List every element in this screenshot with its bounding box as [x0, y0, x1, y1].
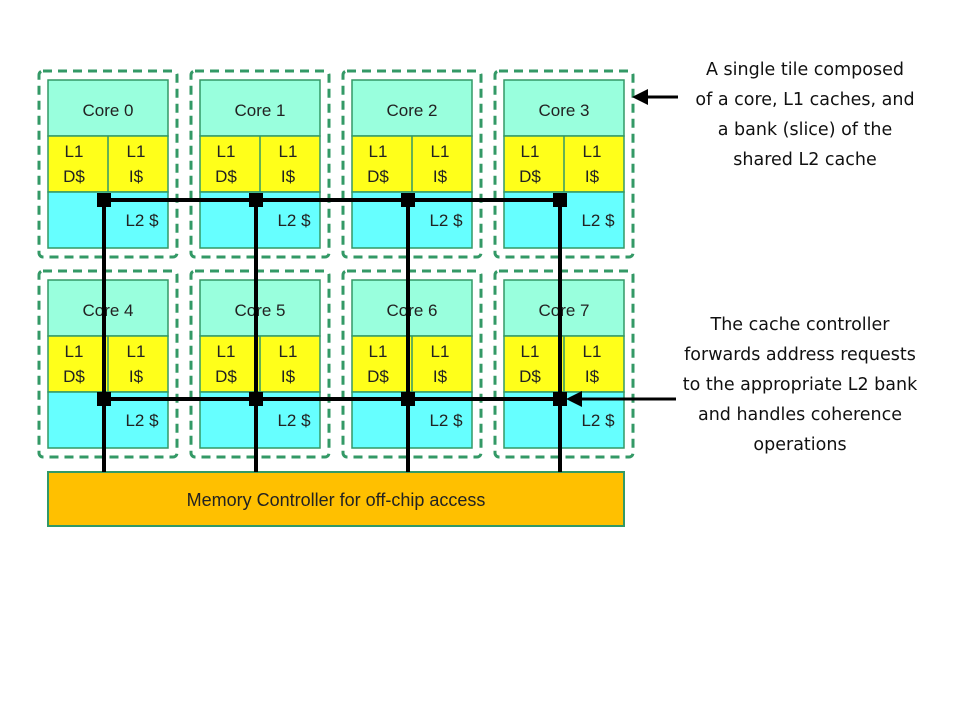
memory-controller-label: Memory Controller for off-chip access — [187, 490, 486, 510]
l1-dcache-label: L1 — [65, 342, 84, 361]
l1-dcache-label: D$ — [519, 167, 541, 186]
annotation-arrows — [566, 89, 678, 407]
l1-icache-label: L1 — [127, 342, 146, 361]
l1-icache-label: I$ — [281, 367, 296, 386]
l1-icache-label: L1 — [279, 142, 298, 161]
tile-boundary — [341, 269, 483, 459]
l1-icache-label: L1 — [431, 342, 450, 361]
l1-icache-label: I$ — [585, 367, 600, 386]
l1-dcache-label: D$ — [519, 367, 541, 386]
core-label: Core 6 — [386, 301, 437, 320]
core-label: Core 2 — [386, 101, 437, 120]
l1-dcache-label: D$ — [215, 367, 237, 386]
l2-cache-label: L2 $ — [125, 211, 159, 230]
l1-icache-label: I$ — [433, 167, 448, 186]
l1-dcache-label: L1 — [521, 342, 540, 361]
l1-dcache-label: L1 — [217, 142, 236, 161]
tile-boundary — [37, 269, 179, 459]
controller-annotation-line: The cache controller — [710, 315, 890, 335]
router-node — [249, 193, 263, 207]
l2-cache-label: L2 $ — [277, 211, 311, 230]
tile: Core 4 L1D$ L1I$ L2 $ — [37, 269, 179, 459]
tile: Core 1 L1D$ L1I$ L2 $ — [189, 69, 331, 259]
l1-icache-label: L1 — [431, 142, 450, 161]
tile: Core 2 L1D$ L1I$ L2 $ — [341, 69, 483, 259]
l2-cache-label: L2 $ — [429, 211, 463, 230]
tile-annotation: A single tile composed of a core, L1 cac… — [660, 55, 950, 175]
tile-annotation-line: shared L2 cache — [733, 150, 877, 170]
controller-annotation: The cache controller forwards address re… — [650, 310, 950, 460]
l2-cache-label: L2 $ — [125, 411, 159, 430]
interconnect — [97, 193, 567, 472]
core-label: Core 7 — [538, 301, 589, 320]
tile-boundary — [493, 269, 635, 459]
tile: Core 3 L1D$ L1I$ L2 $ — [493, 69, 635, 259]
l1-dcache-label: D$ — [367, 367, 389, 386]
l1-icache-label: L1 — [583, 142, 602, 161]
l1-icache-label: L1 — [127, 142, 146, 161]
core-label: Core 0 — [82, 101, 133, 120]
l1-icache-label: I$ — [281, 167, 296, 186]
core-label: Core 1 — [234, 101, 285, 120]
memory-layer: Memory Controller for off-chip access — [47, 471, 625, 527]
l1-dcache-label: L1 — [369, 342, 388, 361]
controller-annotation-line: to the appropriate L2 bank — [682, 375, 918, 395]
arrow-head — [632, 89, 648, 105]
memory-controller-box — [47, 471, 625, 527]
tile-boundary — [341, 69, 483, 259]
l2-cache-label: L2 $ — [581, 211, 615, 230]
l1-dcache-label: D$ — [215, 167, 237, 186]
core-box — [351, 79, 473, 137]
router-node — [249, 392, 263, 406]
l2-cache-label: L2 $ — [429, 411, 463, 430]
core-box — [351, 279, 473, 337]
arrow-head — [566, 391, 582, 407]
core-label: Core 5 — [234, 301, 285, 320]
tile-boundary — [189, 269, 331, 459]
l1-dcache-label: D$ — [63, 167, 85, 186]
tile-boundary — [37, 69, 179, 259]
controller-annotation-line: and handles coherence — [697, 405, 903, 425]
l1-dcache-label: D$ — [367, 167, 389, 186]
l1-icache-label: I$ — [433, 367, 448, 386]
router-node — [553, 392, 567, 406]
l1-icache-label: I$ — [585, 167, 600, 186]
core-label: Core 4 — [82, 301, 133, 320]
router-node — [401, 193, 415, 207]
l1-icache-label: L1 — [583, 342, 602, 361]
core-box — [47, 279, 169, 337]
l1-icache-label: I$ — [129, 367, 144, 386]
router-node — [97, 392, 111, 406]
l1-dcache-label: D$ — [63, 367, 85, 386]
tile: Core 7 L1D$ L1I$ L2 $ — [493, 269, 635, 459]
controller-annotation-line: forwards address requests — [684, 345, 916, 365]
l1-dcache-label: L1 — [65, 142, 84, 161]
core-label: Core 3 — [538, 101, 589, 120]
router-node — [553, 193, 567, 207]
l1-icache-label: L1 — [279, 342, 298, 361]
tile: Core 6 L1D$ L1I$ L2 $ — [341, 269, 483, 459]
l2-cache-label: L2 $ — [581, 411, 615, 430]
tile-annotation-line: A single tile composed — [705, 60, 904, 80]
l1-icache-label: I$ — [129, 167, 144, 186]
tile-boundary — [189, 69, 331, 259]
tile-annotation-line: of a core, L1 caches, and — [695, 90, 915, 110]
l1-dcache-label: L1 — [521, 142, 540, 161]
tile: Core 0 L1D$ L1I$ L2 $ — [37, 69, 179, 259]
router-node — [97, 193, 111, 207]
router-node — [401, 392, 415, 406]
controller-annotation-line: operations — [753, 435, 847, 455]
tile-boundary — [493, 69, 635, 259]
tile: Core 5 L1D$ L1I$ L2 $ — [189, 269, 331, 459]
core-box — [503, 79, 625, 137]
l2-cache-label: L2 $ — [277, 411, 311, 430]
l1-dcache-label: L1 — [217, 342, 236, 361]
tile-annotation-line: a bank (slice) of the — [717, 120, 893, 140]
core-box — [199, 279, 321, 337]
l1-dcache-label: L1 — [369, 142, 388, 161]
